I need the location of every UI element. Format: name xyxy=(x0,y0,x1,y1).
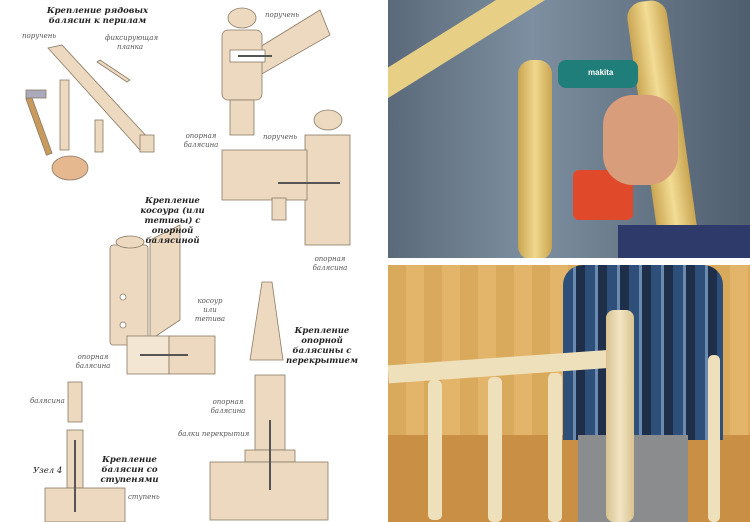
label-newel: опорная балясина xyxy=(75,353,111,370)
title-steps-fastening: Крепление балясин со ступенями xyxy=(100,455,159,485)
photo-staircase-railing xyxy=(388,265,750,522)
baluster xyxy=(548,373,562,522)
newel-handrail-drawing xyxy=(221,7,331,136)
label-handrail: поручень xyxy=(263,133,298,141)
label-handrail: поручень xyxy=(265,11,300,19)
baluster xyxy=(518,60,552,258)
floor xyxy=(388,435,750,522)
shirt xyxy=(618,225,750,258)
diagram-drawings xyxy=(25,7,351,522)
newel-handrail-side-drawing xyxy=(221,109,351,246)
title-floor-fastening: Крепление опорной балясины с перекрытием xyxy=(286,326,358,366)
label-handrail: поручень xyxy=(22,32,57,40)
label-baluster: балясина xyxy=(30,397,65,405)
label-newel: опорная балясина xyxy=(312,255,348,272)
label-newel: опорная балясина xyxy=(183,132,219,149)
label-node: Узел 4 xyxy=(33,466,63,476)
photo-drilling-baluster: makita xyxy=(388,0,750,258)
hand xyxy=(603,95,678,185)
baluster xyxy=(488,377,502,522)
newel-floor-drawing xyxy=(209,281,329,521)
label-step: ступень xyxy=(128,493,160,501)
baluster-step-drawing xyxy=(44,381,126,522)
baluster xyxy=(708,355,720,522)
baluster xyxy=(428,380,442,520)
label-stringer: косоур или тетива xyxy=(194,297,226,323)
drill: makita xyxy=(558,60,638,88)
label-floor-beams: балки перекрытия xyxy=(178,430,250,438)
rail-baluster-drawing xyxy=(25,44,155,181)
title-rail-fastening: Крепление рядовых балясин к перилам xyxy=(46,6,149,26)
stringer-newel-drawing xyxy=(109,224,216,375)
newel-post xyxy=(606,310,634,522)
label-newel: опорная балясина xyxy=(210,398,246,415)
title-stringer-fastening: Крепление косоура (или тетивы) с опорной… xyxy=(140,196,205,246)
label-fix-strip: фиксирующая планка xyxy=(105,34,159,51)
